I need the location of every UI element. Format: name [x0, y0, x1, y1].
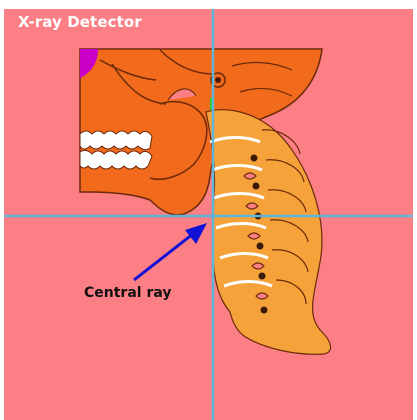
central-ray-arrow — [134, 223, 207, 280]
spine-column — [206, 110, 331, 355]
cervical-spine — [206, 110, 331, 355]
ear-canal-center — [215, 77, 221, 83]
foramen-6 — [261, 307, 268, 314]
foramen-2 — [253, 183, 260, 190]
facet-2 — [246, 203, 258, 209]
facet-3 — [248, 233, 260, 239]
arrow-shaft — [134, 230, 198, 280]
central-ray-label: Central ray — [84, 285, 172, 301]
arrow-head — [185, 223, 207, 244]
facet-4 — [252, 263, 264, 269]
facet-1 — [244, 173, 256, 179]
foramen-4 — [257, 243, 264, 250]
upper-teeth — [80, 131, 152, 150]
detector-title: X-ray Detector — [18, 13, 142, 31]
foramen-1 — [251, 155, 258, 162]
facet-5 — [256, 293, 268, 299]
foramen-5 — [259, 273, 266, 280]
